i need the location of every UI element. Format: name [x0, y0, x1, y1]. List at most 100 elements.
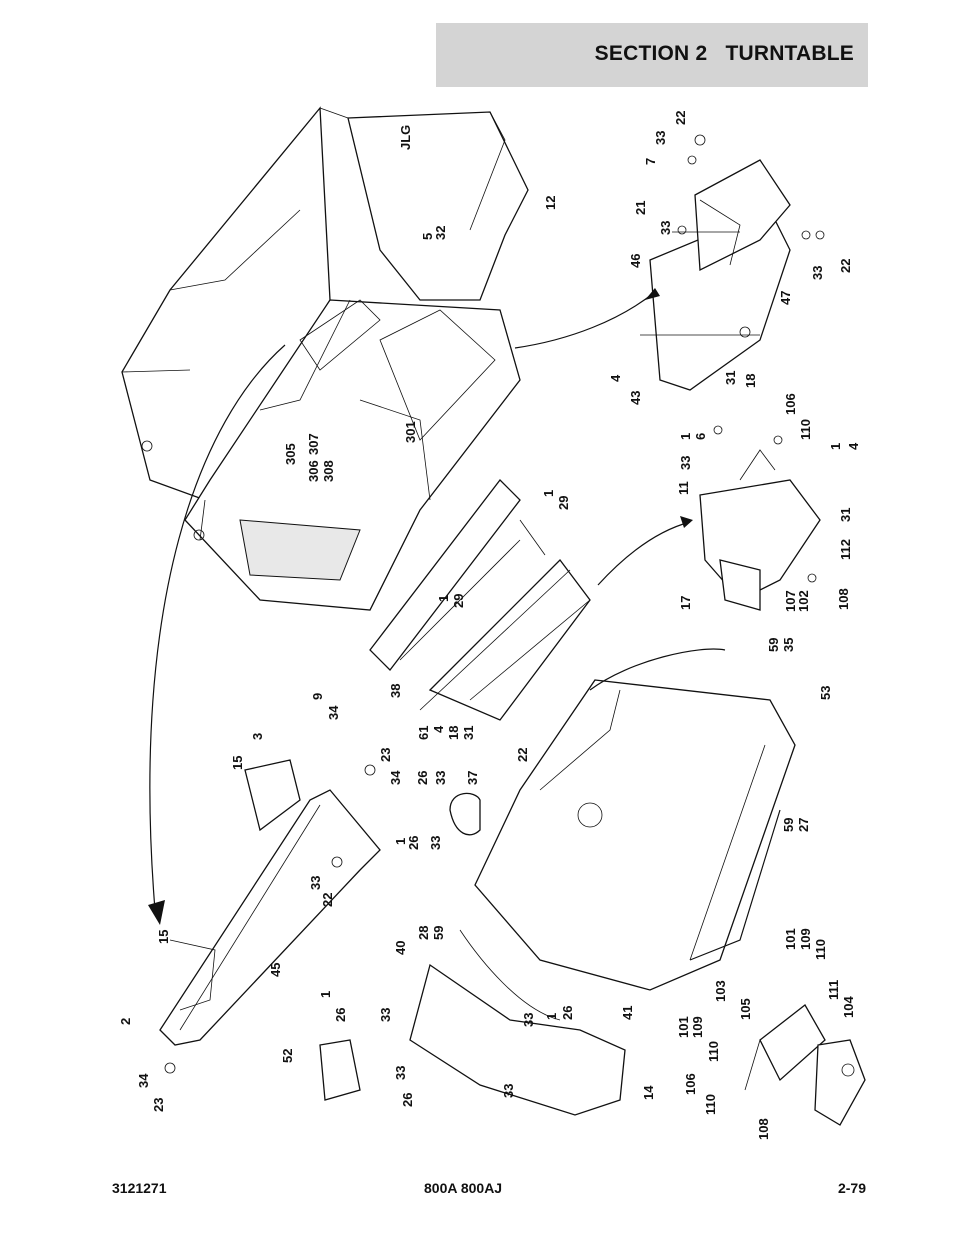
callout: 26	[415, 771, 430, 785]
callout: 106	[783, 393, 798, 415]
svg-text:JLG: JLG	[398, 125, 413, 150]
callout: 31	[838, 508, 853, 522]
callout: 108	[756, 1118, 771, 1140]
callout: 33	[678, 456, 693, 470]
callout: 47	[778, 291, 793, 305]
callout: 59	[781, 818, 796, 832]
callout: 6	[693, 433, 708, 440]
callout: 33	[521, 1013, 536, 1027]
footer-page-number: 2-79	[837, 1180, 866, 1196]
callout: 307	[306, 433, 321, 455]
callout: 3	[250, 733, 265, 740]
callout: 26	[333, 1008, 348, 1022]
callout: 29	[556, 496, 571, 510]
panel-cover	[449, 648, 796, 991]
callout: 5	[420, 233, 435, 240]
callout: 109	[798, 928, 813, 950]
callout: 31	[461, 726, 476, 740]
callout: 105	[738, 998, 753, 1020]
section-title: SECTION 2 TURNTABLE	[594, 42, 854, 65]
section-header: SECTION 2 TURNTABLE	[436, 23, 868, 87]
callout: 101	[783, 928, 798, 950]
callout: 33	[653, 131, 668, 145]
callout: 18	[446, 726, 461, 740]
callout: 59	[431, 926, 446, 940]
callout: 59	[766, 638, 781, 652]
callout: 38	[388, 684, 403, 698]
callout: 4	[846, 442, 861, 450]
callout: 33	[810, 266, 825, 280]
callout: 4	[608, 374, 623, 382]
callout: 15	[156, 930, 171, 944]
bottom-cover	[319, 929, 626, 1116]
callout: 12	[543, 196, 558, 210]
callout: 33	[501, 1084, 516, 1098]
callout: 35	[781, 638, 796, 652]
callout: 41	[620, 1006, 635, 1020]
callout: 1	[828, 443, 843, 450]
callout: 61	[416, 726, 431, 740]
callout: 110	[798, 419, 813, 440]
callout: 106	[683, 1073, 698, 1095]
callout: 31	[723, 371, 738, 385]
callout: 15	[230, 756, 245, 770]
callout: 22	[673, 111, 688, 125]
callout: 40	[393, 941, 408, 955]
callout: 33	[428, 836, 443, 850]
callout: 53	[818, 686, 833, 700]
callout: 9	[310, 693, 325, 700]
callout: 112	[838, 539, 853, 560]
callout: 27	[796, 818, 811, 832]
callout: 110	[706, 1041, 721, 1062]
callout: 4	[431, 725, 446, 733]
callout: 2	[118, 1018, 133, 1025]
callout: 107	[783, 590, 798, 612]
callout: 1	[544, 1013, 559, 1020]
callout: 301	[403, 421, 418, 443]
callout: 43	[628, 391, 643, 405]
callout: 110	[703, 1094, 718, 1115]
callout: 33	[658, 221, 673, 235]
callout: 1	[541, 490, 556, 497]
callout: 101	[676, 1016, 691, 1038]
callout: 7	[643, 158, 658, 165]
callout: 1	[318, 991, 333, 998]
arm-beam	[159, 759, 381, 1074]
callout: 46	[628, 254, 643, 268]
callout: 111	[826, 980, 841, 1000]
turntable-housing: JLG	[121, 106, 529, 611]
bracket-assembly	[640, 134, 825, 391]
callout: 45	[268, 963, 283, 977]
callout: 305	[283, 443, 298, 465]
callout: 23	[151, 1098, 166, 1112]
frame-rails	[369, 479, 591, 721]
callout: 109	[690, 1016, 705, 1038]
callout: 52	[280, 1049, 295, 1063]
callout: 26	[400, 1093, 415, 1107]
callout: 108	[836, 588, 851, 610]
callout: 33	[433, 771, 448, 785]
callout: 26	[406, 836, 421, 850]
callout: 26	[560, 1006, 575, 1020]
callout: 1	[678, 433, 693, 440]
callout: 103	[713, 980, 728, 1002]
callout: 11	[676, 481, 691, 495]
callout: 23	[378, 748, 393, 762]
callout: 104	[841, 996, 856, 1018]
callout: 32	[433, 226, 448, 240]
callout: 33	[308, 876, 323, 890]
callout: 33	[378, 1008, 393, 1022]
callout: 18	[743, 374, 758, 388]
callout: 28	[416, 926, 431, 940]
callout: 34	[388, 770, 403, 785]
footer-models: 800A 800AJ	[424, 1180, 503, 1196]
callout: 37	[465, 771, 480, 785]
footer-part-number: 3121271	[112, 1180, 167, 1196]
callout: 34	[136, 1073, 151, 1088]
callout: 22	[320, 893, 335, 907]
callout: 1	[393, 838, 408, 845]
callout: 22	[838, 259, 853, 273]
callout: 29	[451, 594, 466, 608]
callout: 22	[515, 748, 530, 762]
handle-assembly	[744, 1004, 866, 1126]
